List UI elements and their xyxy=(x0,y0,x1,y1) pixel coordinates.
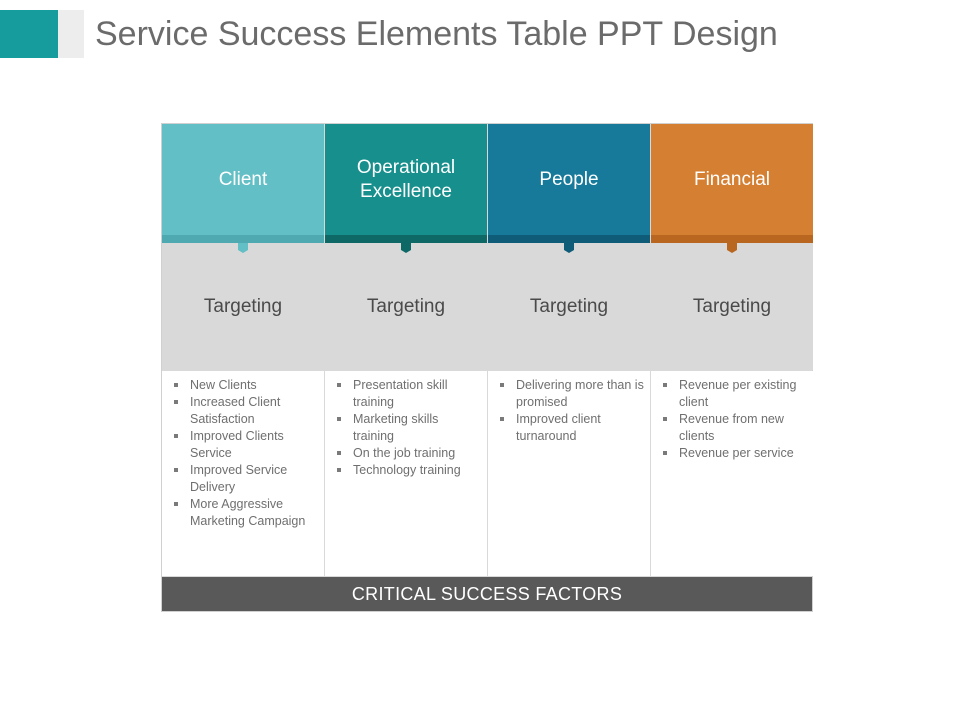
header-strip xyxy=(488,235,650,243)
column-financial: Financial Targeting Revenue per existing… xyxy=(651,124,813,577)
targeting-label: Targeting xyxy=(488,243,650,370)
list-item: On the job training xyxy=(335,445,481,462)
header-strip xyxy=(162,235,324,243)
list-item: Technology training xyxy=(335,462,481,479)
column-body: New Clients Increased Client Satisfactio… xyxy=(162,371,324,576)
column-header-people: People xyxy=(488,124,650,235)
list-item: Delivering more than is promised xyxy=(498,377,644,411)
column-client: Client Targeting New Clients Increased C… xyxy=(162,124,324,577)
slide-title: Service Success Elements Table PPT Desig… xyxy=(95,15,778,53)
targeting-label: Targeting xyxy=(325,243,487,370)
list-item: Revenue per existing client xyxy=(661,377,807,411)
list-item: Marketing skills training xyxy=(335,411,481,445)
column-header-financial: Financial xyxy=(651,124,813,235)
column-body: Presentation skill training Marketing sk… xyxy=(325,371,487,576)
pointer-marker-icon xyxy=(238,243,248,253)
list-item: Improved client turnaround xyxy=(498,411,644,445)
column-operational-excellence: Operational Excellence Targeting Present… xyxy=(325,124,487,577)
list-item: More Aggressive Marketing Campaign xyxy=(172,496,318,530)
list-item: New Clients xyxy=(172,377,318,394)
list-item: Presentation skill training xyxy=(335,377,481,411)
list-item: Improved Service Delivery xyxy=(172,462,318,496)
list-item: Revenue from new clients xyxy=(661,411,807,445)
pointer-marker-icon xyxy=(727,243,737,253)
pointer-marker-icon xyxy=(564,243,574,253)
column-body: Revenue per existing client Revenue from… xyxy=(651,371,813,576)
header-strip xyxy=(325,235,487,243)
list-item: Revenue per service xyxy=(661,445,807,462)
list-item: Improved Clients Service xyxy=(172,428,318,462)
success-elements-table: Client Targeting New Clients Increased C… xyxy=(161,123,813,612)
targeting-label: Targeting xyxy=(651,243,813,370)
pointer-marker-icon xyxy=(401,243,411,253)
targeting-label: Targeting xyxy=(162,243,324,370)
column-body: Delivering more than is promised Improve… xyxy=(488,371,650,576)
title-accent-light-block xyxy=(58,10,84,58)
critical-success-factors-bar: CRITICAL SUCCESS FACTORS xyxy=(162,577,812,611)
header-strip xyxy=(651,235,813,243)
column-header-operational-excellence: Operational Excellence xyxy=(325,124,487,235)
column-header-client: Client xyxy=(162,124,324,235)
column-people: People Targeting Delivering more than is… xyxy=(488,124,650,577)
list-item: Increased Client Satisfaction xyxy=(172,394,318,428)
title-accent-block xyxy=(0,10,58,58)
